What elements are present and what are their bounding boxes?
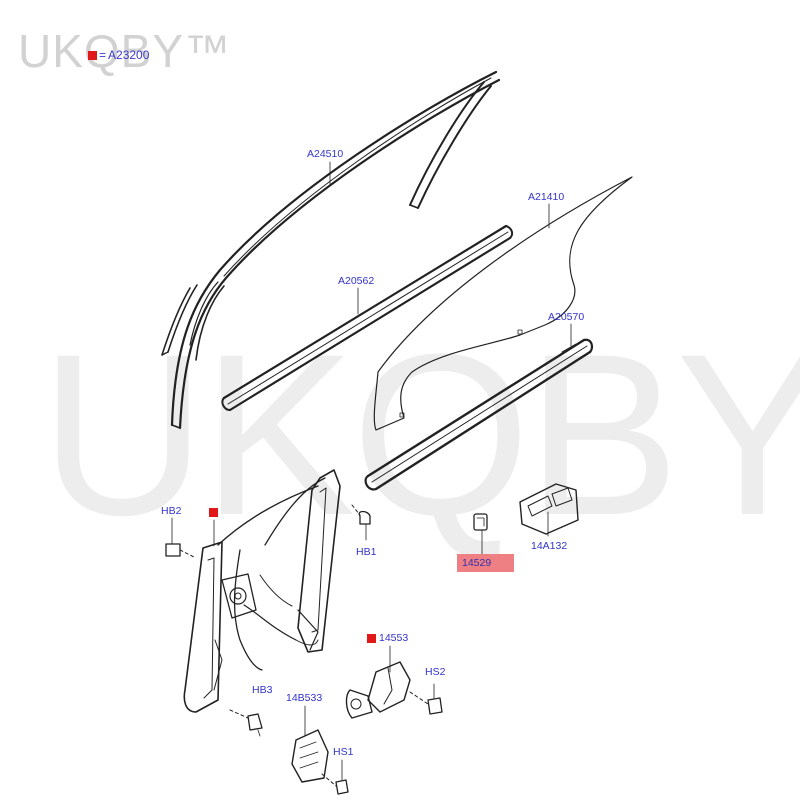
label-a21410[interactable]: A21410 [528,191,565,203]
legend-marker [88,50,97,60]
switch-panel-14a132 [519,483,579,535]
belt-weatherstrip-a20570 [364,338,594,491]
label-14529-highlighted[interactable]: 14529 [457,554,514,572]
label-hs2[interactable]: HS2 [425,666,446,678]
label-14a132[interactable]: 14A132 [531,540,568,552]
legend-prefix: = [99,48,107,62]
marker-regulator [209,508,218,517]
label-hb2[interactable]: HB2 [161,505,182,517]
bolt-hs1 [321,759,349,795]
door-glass-a21410 [373,176,633,431]
switch-14529 [473,513,488,531]
bolt-hb3 [229,709,263,737]
legend: = A23200 [88,48,149,62]
window-regulator [183,469,341,713]
window-motor-14553 [345,661,411,719]
label-hb1[interactable]: HB1 [356,546,377,558]
bolt-hb2 [165,543,197,559]
label-a20570[interactable]: A20570 [548,311,585,323]
leader-lines [171,161,572,737]
legend-code: A23200 [108,48,150,62]
watermark-large: UKQBY™ [40,306,800,563]
label-hs1[interactable]: HS1 [333,746,354,758]
watermark-small: UKQBY™ [18,25,232,77]
label-14553[interactable]: 14553 [379,632,409,644]
bolt-hb1 [351,504,371,541]
bolt-hs2 [409,683,443,715]
belt-weatherstrip-a20562 [221,224,514,412]
label-14b533[interactable]: 14B533 [286,692,323,704]
marker-14553 [367,634,376,643]
label-a20562[interactable]: A20562 [338,275,375,287]
label-hb3[interactable]: HB3 [252,684,273,696]
weatherstrip-upper-a24510 [161,70,501,430]
control-module-14b533 [291,729,329,783]
label-a24510[interactable]: A24510 [307,148,344,160]
